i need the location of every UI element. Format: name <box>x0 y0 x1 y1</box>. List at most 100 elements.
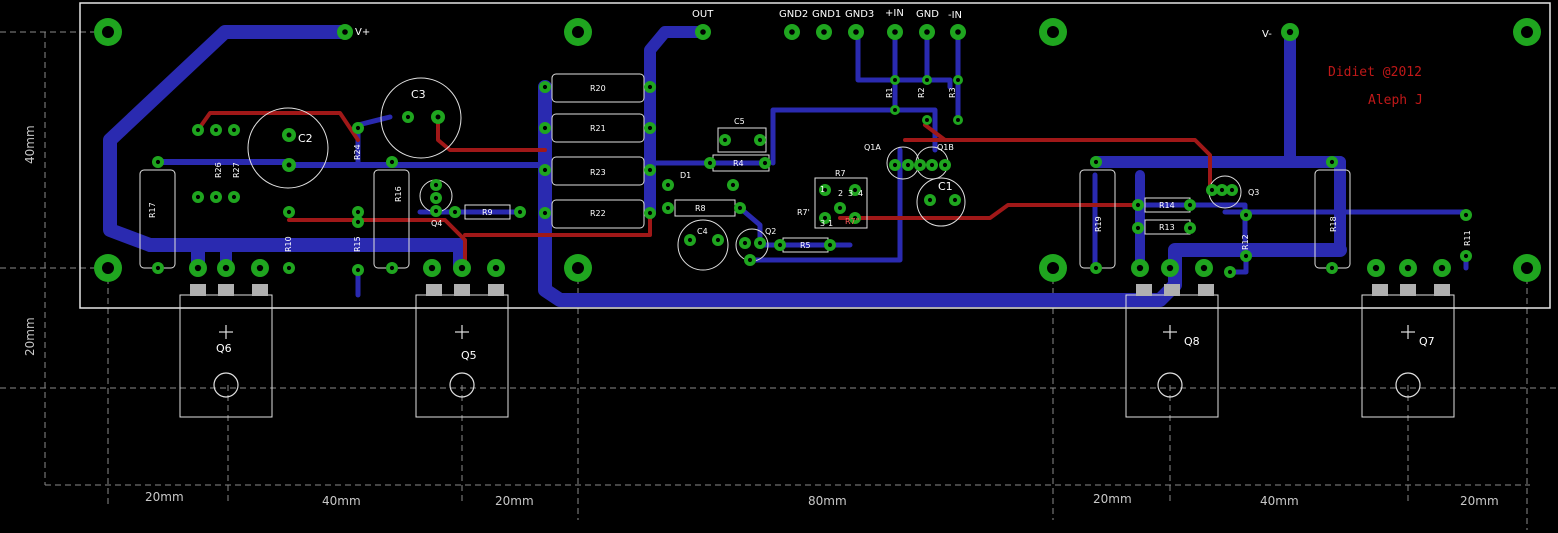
pad-drill <box>929 162 935 168</box>
r9-label: R9 <box>482 208 493 217</box>
pad-drill <box>517 209 523 215</box>
mounting-hole <box>1513 18 1541 46</box>
pad-drill <box>747 257 753 263</box>
pad-drill <box>222 264 230 272</box>
r11-label: R11 <box>1463 230 1472 246</box>
r27-label: R27 <box>232 162 241 178</box>
pad-drill <box>542 210 548 216</box>
pad-drill <box>852 187 858 193</box>
pad-drill <box>925 118 929 122</box>
pad-drill <box>917 162 923 168</box>
dim-left-20: 20mm <box>23 317 37 356</box>
pad-drill <box>742 240 748 246</box>
pad-drill <box>905 162 911 168</box>
pad-drill <box>1135 202 1141 208</box>
pad-drill <box>492 264 500 272</box>
pad-drill <box>757 137 763 143</box>
mounting-hole <box>564 18 592 46</box>
transistor-leads <box>190 284 1450 296</box>
mounting-hole <box>564 254 592 282</box>
transistor-details <box>213 325 1421 398</box>
pad-drill <box>737 205 743 211</box>
pad-drill <box>956 118 960 122</box>
q2-label: Q2 <box>765 227 776 236</box>
pad-drill <box>355 219 361 225</box>
dim-left-40: 40mm <box>23 125 37 164</box>
pad-drill <box>433 182 439 188</box>
pad-drill <box>1286 28 1294 36</box>
title-line2: Aleph J <box>1368 93 1423 108</box>
pad-drill <box>194 264 202 272</box>
pad-drill <box>893 108 897 112</box>
c1-label: C1 <box>938 180 953 193</box>
pad-drill <box>821 29 827 35</box>
mounting-hole <box>94 254 122 282</box>
pad-drill <box>789 29 795 35</box>
pad-drill <box>435 114 441 120</box>
pad-drill <box>700 29 706 35</box>
pad-drill <box>956 78 960 82</box>
r7pp-label: R7" <box>845 217 859 226</box>
pad-drill <box>389 265 395 271</box>
pad-drill <box>777 242 783 248</box>
r16-label: R16 <box>394 186 403 202</box>
resistor-labels: R1 R2 R3 R4 R5 R7 R7' R7" R8 R9 R10 R11 … <box>148 84 1472 252</box>
r15-label: R15 <box>353 236 362 252</box>
pad-drill <box>715 237 721 243</box>
pad-drill <box>687 237 693 243</box>
trimmer-pin-4: 4 <box>858 189 863 198</box>
pad-drill <box>452 209 458 215</box>
pad-drill <box>837 205 843 211</box>
gnd3-label: GND3 <box>845 9 874 20</box>
r10-label: R10 <box>284 236 293 252</box>
r24-label: R24 <box>353 144 362 160</box>
gnd-label: GND <box>916 9 939 20</box>
dim-bottom-5: 20mm <box>1093 492 1132 506</box>
dim-bottom-7: 20mm <box>1460 494 1499 508</box>
r23-label: R23 <box>590 168 606 177</box>
r18-label: R18 <box>1329 216 1338 232</box>
pad-drill <box>852 215 858 221</box>
pad-drill <box>647 167 653 173</box>
pad-drill <box>1135 225 1141 231</box>
r20-label: R20 <box>590 84 606 93</box>
q7-label: Q7 <box>1419 335 1435 348</box>
r22-label: R22 <box>590 209 606 218</box>
capacitor-labels: C1 C2 C3 C4 C5 D1 <box>298 88 953 236</box>
pad-drill <box>892 162 898 168</box>
pad-drill <box>1372 264 1380 272</box>
pad-drill <box>647 125 653 131</box>
top-layer-traces <box>196 111 1224 267</box>
pad-drill <box>286 265 292 271</box>
title-line1: Didiet @2012 <box>1328 65 1422 80</box>
pad-drill <box>542 84 548 90</box>
pad-drill <box>155 159 161 165</box>
pad-drill <box>231 194 237 200</box>
pad-drill <box>952 197 958 203</box>
pad-drill <box>355 267 361 273</box>
dim-bottom-6: 40mm <box>1260 494 1299 508</box>
mounting-hole <box>1039 254 1067 282</box>
pad-drill <box>213 194 219 200</box>
pad-drill <box>428 264 436 272</box>
r13-label: R13 <box>1159 223 1175 232</box>
vplus-label: V+ <box>355 27 370 38</box>
trimmer-pin-1b: 1 <box>828 219 833 228</box>
pad-drill <box>195 127 201 133</box>
r7-label: R7 <box>835 169 846 178</box>
c2-label: C2 <box>298 132 313 145</box>
bottom-layer-traces <box>103 25 1469 307</box>
q1a-label: Q1A <box>864 143 881 152</box>
r12-label: R12 <box>1241 234 1250 250</box>
pad-drill <box>342 29 348 35</box>
pad-drill <box>722 137 728 143</box>
dim-bottom-3: 20mm <box>495 494 534 508</box>
trimmer-pin-1: 1 <box>820 185 825 194</box>
mounting-hole <box>1513 254 1541 282</box>
board-outline <box>79 2 1551 309</box>
pad-drill <box>927 197 933 203</box>
pad-drill <box>433 195 439 201</box>
r21-label: R21 <box>590 124 606 133</box>
pad-drill <box>1187 225 1193 231</box>
